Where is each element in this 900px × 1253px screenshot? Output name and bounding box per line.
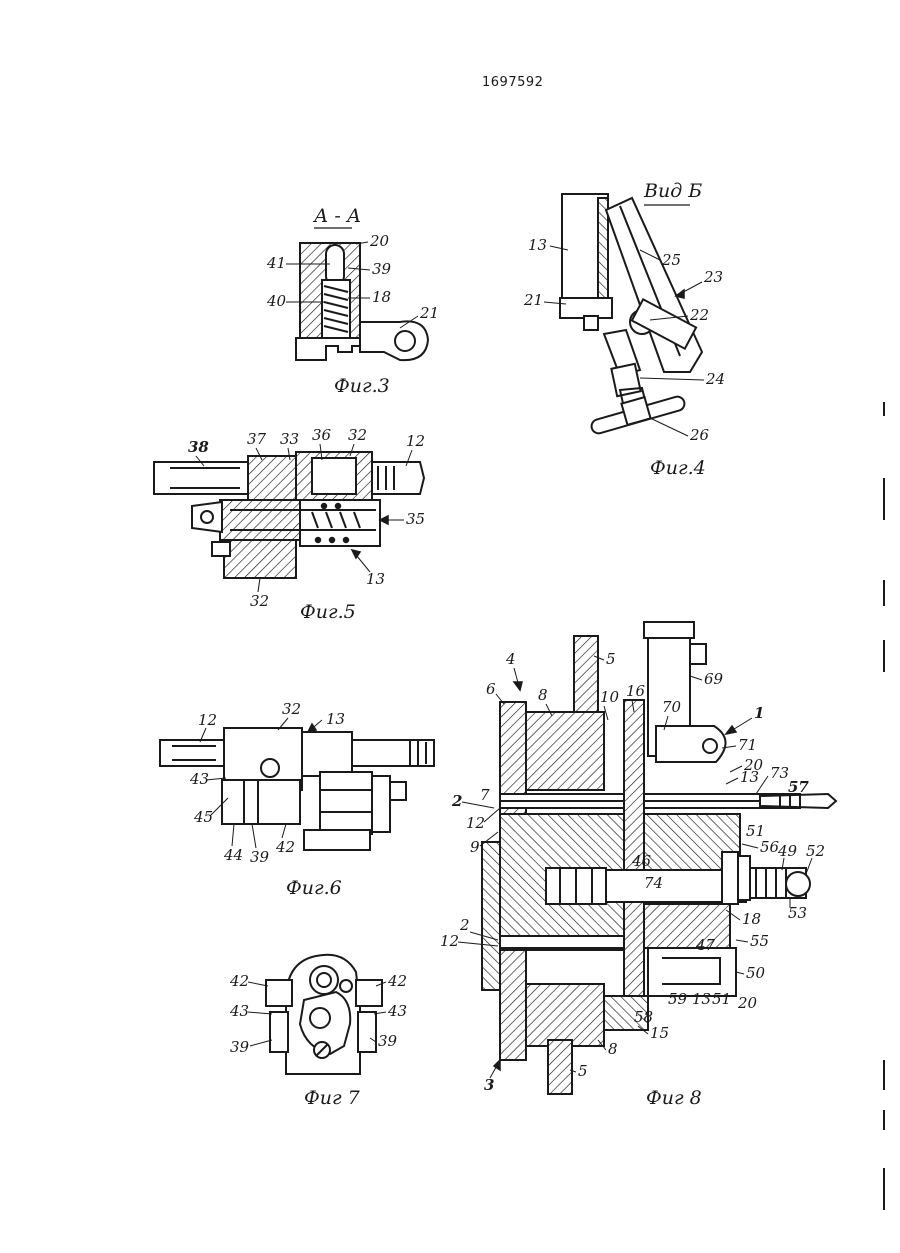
label-26: 26 [689,426,710,444]
label-43-right: 43 [387,1002,407,1020]
label-21: 21 [523,291,543,309]
label-12-bottom: 12 [440,932,459,950]
label-39-left: 39 [230,1038,250,1056]
figure-4-caption: Фиг.4 [650,457,706,479]
figure-4: Вид Б 13 25 23 21 22 24 26 Ф [523,180,725,479]
label-36: 36 [312,426,332,444]
label-13: 13 [326,710,345,728]
label-23: 23 [703,268,723,286]
view-label: Вид Б [643,180,702,202]
label-42-left: 42 [229,972,249,990]
label-15: 15 [650,1024,669,1042]
label-24: 24 [705,370,725,388]
label-7: 7 [480,786,490,804]
label-18: 18 [372,288,391,306]
label-32: 32 [282,700,301,718]
figure-3: А - А 20 41 39 40 18 21 Фиг.3 [266,205,439,397]
label-21: 21 [419,304,439,322]
label-40: 40 [266,292,287,310]
label-45: 45 [193,808,213,826]
label-57: 57 [788,778,809,796]
label-12: 12 [406,432,425,450]
figure-8-caption: Фиг 8 [646,1087,702,1109]
label-13: 13 [528,236,547,254]
label-10: 10 [600,688,620,706]
label-56: 56 [760,838,780,856]
label-49: 49 [777,842,798,860]
label-13-top: 13 [740,768,759,786]
label-13-bottom: 13 [692,990,711,1008]
label-71: 71 [738,736,757,754]
label-38: 38 [188,438,209,456]
label-6: 6 [486,680,496,698]
figure-6-caption: Фиг.6 [286,877,342,899]
label-69: 69 [704,670,724,688]
label-52: 52 [806,842,825,860]
label-32: 32 [348,426,367,444]
label-12: 12 [198,711,217,729]
label-37: 37 [247,430,267,448]
label-3: 3 [484,1076,494,1094]
label-55: 55 [750,932,769,950]
label-70: 70 [662,698,682,716]
label-42: 42 [275,838,295,856]
label-20-bottom: 20 [737,994,758,1012]
label-33: 33 [280,430,299,448]
label-4: 4 [505,650,516,668]
label-47: 47 [695,936,716,954]
label-13: 13 [366,570,385,588]
label-39: 39 [250,848,270,866]
label-22: 22 [689,306,709,324]
label-73: 73 [770,764,789,782]
label-43: 43 [189,770,209,788]
label-18: 18 [742,910,761,928]
label-51-bottom: 51 [712,990,731,1008]
label-39: 39 [372,260,392,278]
figure-7: 42 42 43 43 39 39 Фиг 7 [229,955,407,1109]
figure-5-caption: Фиг.5 [300,601,356,623]
label-5-bottom: 5 [578,1062,588,1080]
label-2-bottom: 2 [459,916,470,934]
label-8-top: 8 [538,686,548,704]
label-50: 50 [746,964,766,982]
patent-number: 1697592 [482,75,543,90]
label-44: 44 [223,846,243,864]
label-1: 1 [754,704,764,722]
label-25: 25 [661,251,681,269]
figure-7-caption: Фиг 7 [304,1087,361,1109]
label-8-bottom: 8 [608,1040,618,1058]
label-5-top: 5 [606,650,616,668]
label-16: 16 [626,682,646,700]
label-12-top: 12 [466,814,485,832]
label-59: 59 [668,990,688,1008]
label-43-left: 43 [229,1002,249,1020]
figure-3-caption: Фиг.3 [334,375,390,397]
figure-8: 5 69 4 6 8 10 16 70 1 71 20 13 73 57 2 7… [440,622,836,1109]
label-2-top: 2 [451,792,462,810]
label-20: 20 [369,232,390,250]
label-9: 9 [470,838,480,856]
label-53: 53 [788,904,807,922]
label-35: 35 [406,510,425,528]
label-32b: 32 [250,592,269,610]
label-46: 46 [631,852,652,870]
figure-6: 12 32 13 43 45 44 39 42 Фиг.6 [160,700,434,899]
label-41: 41 [266,254,286,272]
label-39-right: 39 [378,1032,398,1050]
label-74: 74 [644,874,663,892]
section-label: А - А [312,205,361,227]
label-42-right: 42 [387,972,407,990]
figure-5: 38 37 33 36 32 12 35 13 32 Фиг.5 [154,426,425,623]
